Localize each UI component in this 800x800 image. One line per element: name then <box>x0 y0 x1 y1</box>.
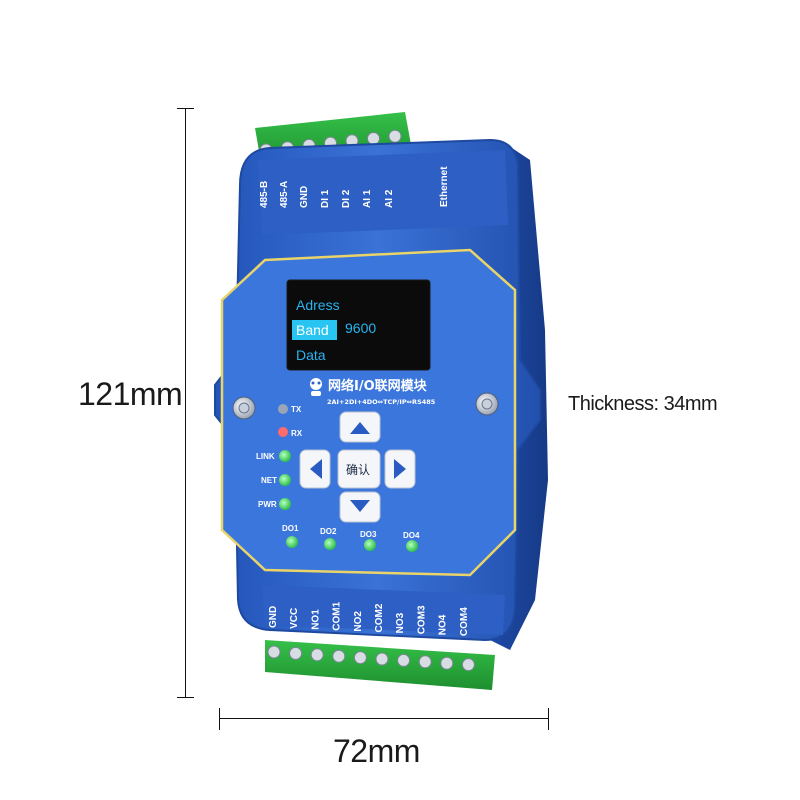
terminal-screw-icon <box>332 649 346 663</box>
left-screw-icon <box>232 396 256 420</box>
right-arrow-icon <box>394 459 406 479</box>
height-label: 121mm <box>78 376 183 412</box>
thickness-label: Thickness: 34mm <box>568 393 718 415</box>
bottom-terminal-label: COM2 <box>374 603 385 632</box>
bottom-terminal-label: COM1 <box>332 601 343 630</box>
svg-text:DO1: DO1 <box>282 524 299 533</box>
module-subtitle: 2AI+2DI+4DO⇔TCP/IP⇔RS485 <box>327 398 436 406</box>
top-terminal-label: DI 2 <box>341 189 352 208</box>
width-dimension-cap-right <box>548 708 549 730</box>
led-do1: DO1 <box>282 524 299 548</box>
oled-line3: Data <box>296 347 326 363</box>
width-dimension-line <box>219 718 549 719</box>
confirm-button[interactable]: 确认 <box>337 449 381 489</box>
bottom-label-strip <box>262 585 505 635</box>
svg-text:LINK: LINK <box>256 452 275 461</box>
confirm-button-label: 确认 <box>346 463 370 477</box>
top-terminal-label: 485-A <box>279 181 290 208</box>
svg-text:DO2: DO2 <box>320 527 337 536</box>
right-button[interactable] <box>384 449 416 489</box>
top-terminal-label: AI 1 <box>362 189 373 208</box>
bottom-terminal-label: VCC <box>289 608 300 629</box>
up-arrow-icon <box>350 422 370 434</box>
bottom-terminal-label: NO2 <box>353 611 364 632</box>
led-tx: TX <box>278 404 302 414</box>
bottom-terminal-block <box>265 640 495 690</box>
bottom-terminal-label: NO3 <box>395 612 406 633</box>
terminal-screw-icon <box>397 653 411 667</box>
led-do2: DO2 <box>320 527 337 550</box>
bottom-terminal-label: NO1 <box>310 609 321 630</box>
terminal-screw-icon <box>267 645 281 659</box>
led-link: LINK <box>256 450 291 462</box>
bottom-terminal-label: GND <box>268 606 279 628</box>
svg-text:PWR: PWR <box>258 500 277 509</box>
down-arrow-icon <box>350 500 370 512</box>
bottom-terminal-label: NO4 <box>438 614 449 635</box>
oled-line1: Adress <box>296 297 340 313</box>
terminal-screw-icon <box>310 648 324 662</box>
terminal-screw-icon <box>461 658 475 672</box>
top-terminal-label: 485-B <box>259 181 270 208</box>
svg-text:DO4: DO4 <box>403 531 420 540</box>
ethernet-label: Ethernet <box>439 166 450 207</box>
top-terminal-label: GND <box>299 186 310 208</box>
robot-logo-icon <box>310 378 322 396</box>
terminal-screw-icon <box>367 132 380 145</box>
svg-text:RX: RX <box>291 429 303 438</box>
up-button[interactable] <box>339 411 381 443</box>
terminal-screw-icon <box>388 129 402 143</box>
oled-line2-value: 9600 <box>345 320 376 336</box>
down-button[interactable] <box>339 491 381 523</box>
width-dimension-cap-left <box>219 708 220 730</box>
top-label-strip <box>258 150 508 235</box>
terminal-screw-icon <box>289 646 303 660</box>
led-rx: RX <box>278 427 303 438</box>
height-dimension-cap-top <box>177 108 194 109</box>
terminal-screw-icon <box>440 656 454 670</box>
height-dimension-line <box>185 108 186 698</box>
svg-text:TX: TX <box>291 405 302 414</box>
terminal-screw-icon <box>418 655 432 669</box>
svg-text:NET: NET <box>261 476 277 485</box>
bottom-terminal-label: COM4 <box>459 607 470 636</box>
svg-text:DO3: DO3 <box>360 530 377 539</box>
oled-line2-label: Band <box>296 322 329 338</box>
bottom-terminal-label: COM3 <box>416 605 427 634</box>
terminal-screw-icon <box>375 652 389 666</box>
height-dimension-cap-bottom <box>177 697 194 698</box>
terminal-screw-icon <box>353 651 367 665</box>
top-terminal-label: DI 1 <box>320 189 331 208</box>
oled-display: Adress Band 9600 Data <box>286 279 431 371</box>
oled-highlight <box>292 320 337 340</box>
left-arrow-icon <box>310 459 322 479</box>
led-net: NET <box>261 474 291 486</box>
left-button[interactable] <box>299 449 331 489</box>
led-pwr: PWR <box>258 498 291 510</box>
right-screw-icon <box>475 392 499 416</box>
led-do4: DO4 <box>403 531 420 552</box>
module-title: 网络I/O联网模块 <box>328 378 428 394</box>
led-do3: DO3 <box>360 530 377 551</box>
top-terminal-label: AI 2 <box>384 189 395 208</box>
width-label: 72mm <box>333 733 420 769</box>
